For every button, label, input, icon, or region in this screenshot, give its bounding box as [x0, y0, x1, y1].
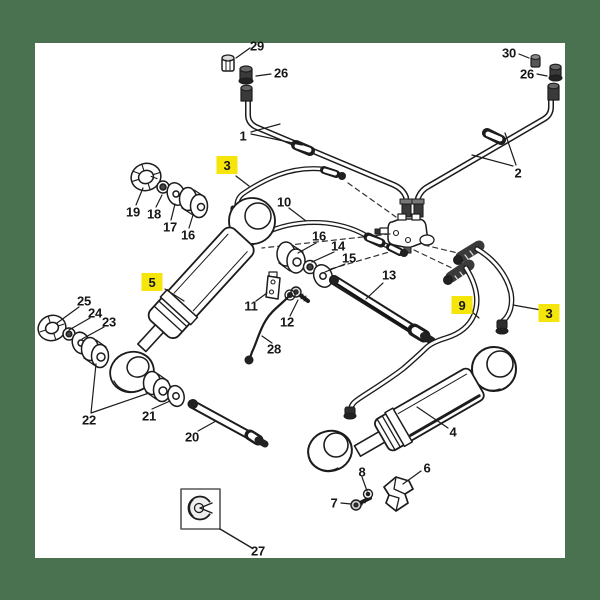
leader-10 — [288, 207, 307, 222]
leader-16-left — [188, 214, 194, 229]
part-callout-2: 2 — [514, 165, 522, 181]
leader-24 — [68, 317, 91, 331]
leader-26-right — [536, 73, 548, 77]
part-callout-10: 10 — [276, 194, 292, 210]
highlighted-part-callout-3[interactable]: 3 — [216, 156, 238, 174]
part-callout-26: 26 — [519, 66, 535, 82]
rod-13 — [329, 275, 436, 345]
part-callout-17: 17 — [162, 219, 178, 235]
highlighted-part-callout-9[interactable]: 9 — [451, 296, 473, 314]
leader-7 — [340, 502, 352, 505]
pin-20 — [187, 399, 269, 448]
part-callout-13: 13 — [381, 267, 397, 283]
part-callout-18: 18 — [146, 206, 162, 222]
part-callout-23: 23 — [101, 314, 117, 330]
leader-18 — [155, 194, 163, 208]
fitting-30-cap — [518, 53, 541, 68]
leader-27 — [219, 528, 253, 549]
leader-1 — [250, 123, 303, 146]
part-callout-11: 11 — [244, 298, 258, 314]
leader-19 — [135, 187, 144, 206]
hose-1 — [245, 98, 410, 216]
part-callout-6: 6 — [423, 460, 431, 476]
anchor-pin-12 — [289, 286, 310, 317]
leader-12 — [289, 299, 299, 317]
part-callout-29: 29 — [249, 38, 265, 54]
leader-5 — [164, 288, 185, 302]
part-callout-25: 25 — [76, 293, 92, 309]
washer-row-16-14-15 — [276, 241, 346, 288]
part-callout-1: 1 — [239, 128, 247, 144]
bushings-22-21 — [80, 336, 185, 414]
washer-row-19-18-17-16 — [130, 162, 209, 229]
leader-13 — [365, 282, 384, 300]
leader-20 — [197, 420, 217, 432]
leader-11 — [255, 292, 268, 302]
leader-25 — [56, 306, 80, 324]
leader-23 — [81, 326, 105, 340]
hose-2 — [414, 98, 554, 216]
part-callout-21: 21 — [141, 408, 157, 424]
fitting-29-cap — [221, 47, 251, 72]
hose-3-right — [453, 240, 542, 335]
fitting-26-right — [536, 63, 563, 101]
leader-26-left — [255, 73, 272, 77]
part-callout-28: 28 — [266, 341, 282, 357]
highlighted-part-callout-3[interactable]: 3 — [538, 304, 560, 322]
diagram-canvas — [35, 43, 565, 558]
trim-cylinder-4 — [307, 346, 517, 473]
part-callout-7: 7 — [330, 495, 338, 511]
part-callout-30: 30 — [501, 45, 517, 61]
highlighted-part-callout-5[interactable]: 5 — [141, 273, 163, 291]
washer-row-25-24-23 — [37, 306, 105, 355]
part-callout-16: 16 — [180, 227, 196, 243]
part-callout-4: 4 — [449, 424, 457, 440]
leader-28 — [261, 335, 273, 344]
fitting-26-left — [238, 65, 272, 102]
leader-8 — [361, 476, 368, 492]
part-callout-27: 27 — [250, 543, 266, 559]
wire-28 — [244, 289, 296, 365]
leader-16-mid — [297, 242, 317, 254]
part-callout-19: 19 — [125, 204, 141, 220]
leader-17 — [170, 203, 176, 221]
leader-3-left — [235, 175, 250, 187]
leader-6 — [402, 470, 422, 485]
leader-22 — [90, 363, 150, 414]
leader-21 — [151, 400, 171, 410]
part-callout-24: 24 — [87, 305, 103, 321]
trim-cylinder-5 — [109, 197, 276, 394]
part-callout-16: 16 — [311, 228, 327, 244]
leader-2 — [471, 132, 517, 167]
part-callout-26: 26 — [273, 65, 289, 81]
part-callout-14: 14 — [330, 238, 346, 254]
nut-8 — [361, 476, 374, 500]
boxed-part-27 — [180, 488, 253, 549]
hose-9 — [343, 259, 480, 420]
leader-4 — [416, 406, 449, 429]
part-callout-22: 22 — [81, 412, 97, 428]
retainer-6 — [383, 470, 422, 512]
connector-block — [374, 198, 435, 254]
leader-29 — [235, 47, 251, 59]
leader-15 — [324, 263, 346, 273]
part-callout-20: 20 — [184, 429, 200, 445]
part-callout-12: 12 — [279, 314, 295, 330]
leader-30 — [518, 53, 530, 59]
leader-14 — [311, 251, 335, 263]
part-callout-8: 8 — [358, 464, 366, 480]
bracket-11 — [255, 271, 281, 302]
leader-3-right — [512, 304, 542, 311]
part-callout-15: 15 — [341, 250, 357, 266]
